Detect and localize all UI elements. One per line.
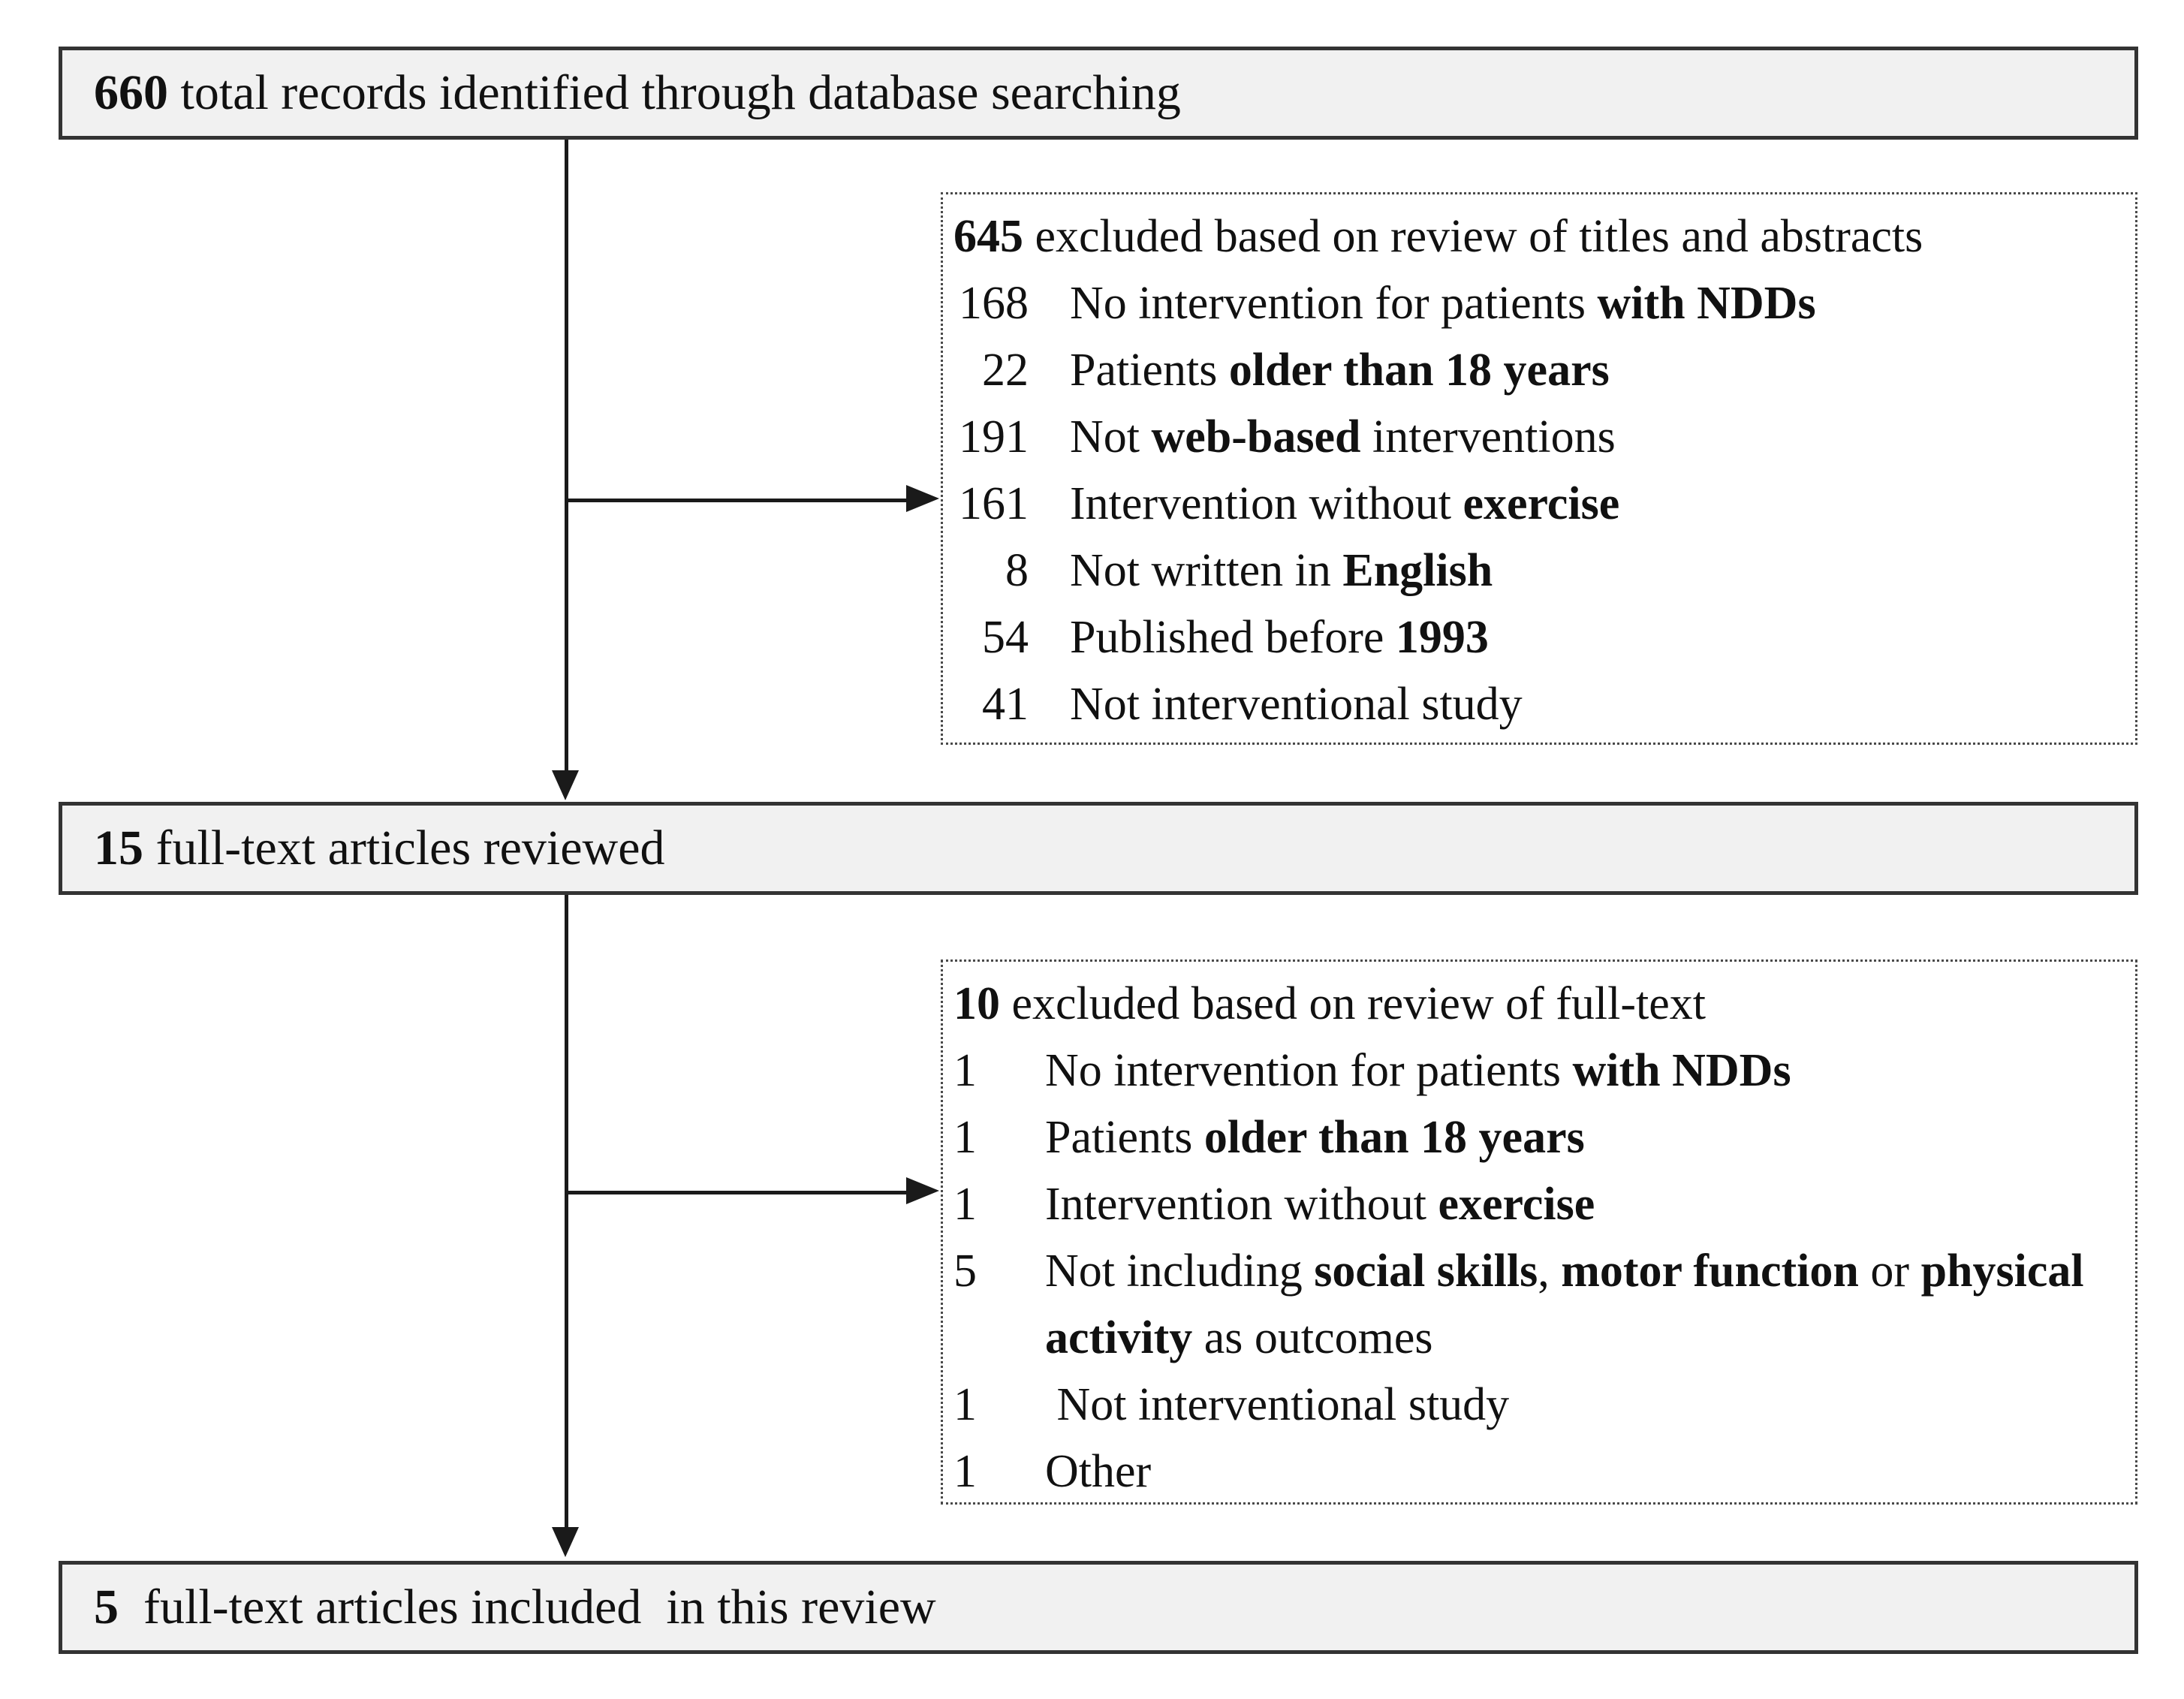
exclusion-reason: No intervention for patients with NDDs bbox=[1070, 278, 1816, 329]
exclusion-reason: Not interventional study bbox=[1070, 679, 1523, 730]
arrowhead-right-icon bbox=[906, 485, 939, 512]
exclusion1-header: 645 excluded based on review of titles a… bbox=[953, 203, 2122, 270]
full-text-reviewed-text: full-text articles reviewed bbox=[143, 821, 665, 876]
exclusion-item: 54 Published before 1993 bbox=[953, 604, 2122, 671]
exclusion-item: 5 Not including social skills, motor func… bbox=[953, 1238, 2122, 1372]
exclusion-item: 1 No intervention for patients with NDDs bbox=[953, 1038, 2122, 1104]
exclusion1-header-count: 645 bbox=[953, 211, 1023, 262]
exclusion-reason: Not web-based interventions bbox=[1070, 411, 1616, 462]
exclusion-reason: Not interventional study bbox=[1045, 1379, 1510, 1430]
exclusion2-header-count: 10 bbox=[953, 978, 1000, 1029]
exclusion-count: 8 bbox=[1005, 545, 1029, 596]
excluded-full-text-box: 10 excluded based on review of full-text… bbox=[941, 959, 2137, 1505]
exclusion-item: 1 Intervention without exercise bbox=[953, 1171, 2122, 1238]
arrow-line-top-to-reviewed bbox=[565, 140, 568, 772]
exclusion-item: 1 Not interventional study bbox=[953, 1372, 2122, 1438]
exclusion-count: 1 bbox=[953, 1112, 977, 1163]
exclusion-item: 41 Not interventional study bbox=[953, 671, 2122, 738]
exclusion-item: 191 Not web-based interventions bbox=[953, 404, 2122, 471]
exclusion-count: 54 bbox=[982, 612, 1029, 663]
exclusion-item: 1 Patients older than 18 years bbox=[953, 1104, 2122, 1171]
exclusion-count: 41 bbox=[982, 679, 1029, 730]
exclusion-count: 1 bbox=[953, 1179, 977, 1230]
full-text-reviewed-count: 15 bbox=[94, 821, 143, 876]
exclusion-reason: Patients older than 18 years bbox=[1045, 1112, 1585, 1163]
exclusion1-header-text: excluded based on review of titles and a… bbox=[1023, 211, 1923, 262]
arrow-line-branch-exclusion2 bbox=[567, 1191, 906, 1194]
exclusion-item: 168 No intervention for patients with NDD… bbox=[953, 270, 2122, 337]
exclusion-count: 1 bbox=[953, 1379, 977, 1430]
arrowhead-down-icon bbox=[552, 1527, 579, 1557]
arrow-line-reviewed-to-included bbox=[565, 895, 568, 1529]
exclusion-count: 1 bbox=[953, 1045, 977, 1096]
arrowhead-right-icon bbox=[906, 1177, 939, 1204]
exclusion-reason: Intervention without exercise bbox=[1070, 478, 1620, 529]
exclusion-count: 168 bbox=[959, 278, 1029, 329]
exclusion-reason: Patients older than 18 years bbox=[1070, 345, 1610, 396]
records-identified-box: 660 total records identified through dat… bbox=[59, 47, 2138, 140]
exclusion1-items: 168 No intervention for patients with NDD… bbox=[953, 270, 2122, 738]
included-in-review-box: 5 full-text articles included in this re… bbox=[59, 1561, 2138, 1654]
included-in-review-count: 5 bbox=[94, 1580, 119, 1635]
exclusion2-header: 10 excluded based on review of full-text bbox=[953, 971, 2122, 1038]
full-text-reviewed-box: 15 full-text articles reviewed bbox=[59, 802, 2138, 895]
exclusion-count: 5 bbox=[953, 1246, 977, 1297]
exclusion-count: 22 bbox=[982, 345, 1029, 396]
exclusion-item: 161 Intervention without exercise bbox=[953, 471, 2122, 538]
arrowhead-down-icon bbox=[552, 770, 579, 800]
records-identified-text: total records identified through databas… bbox=[168, 65, 1181, 121]
exclusion-count: 1 bbox=[953, 1446, 977, 1497]
exclusion2-header-text: excluded based on review of full-text bbox=[1000, 978, 1707, 1029]
exclusion-reason: Intervention without exercise bbox=[1045, 1179, 1595, 1230]
exclusion-item: 22 Patients older than 18 years bbox=[953, 337, 2122, 404]
exclusion-item: 8 Not written in English bbox=[953, 538, 2122, 604]
exclusion-reason: Published before 1993 bbox=[1070, 612, 1489, 663]
records-identified-label: 660 total records identified through dat… bbox=[94, 63, 1181, 122]
arrow-line-branch-exclusion1 bbox=[567, 499, 906, 502]
exclusion-reason: Not including social skills, motor funct… bbox=[1045, 1246, 2096, 1363]
exclusion-reason: No intervention for patients with NDDs bbox=[1045, 1045, 1791, 1096]
exclusion-item: 1 Other bbox=[953, 1438, 2122, 1505]
excluded-titles-abstracts-box: 645 excluded based on review of titles a… bbox=[941, 192, 2137, 745]
exclusion-reason: Not written in English bbox=[1070, 545, 1493, 596]
included-in-review-text: full-text articles included in this revi… bbox=[119, 1580, 936, 1635]
exclusion-reason: Other bbox=[1045, 1446, 1152, 1497]
exclusion-count: 161 bbox=[959, 478, 1029, 529]
records-identified-count: 660 bbox=[94, 65, 168, 121]
full-text-reviewed-label: 15 full-text articles reviewed bbox=[94, 818, 665, 878]
included-in-review-label: 5 full-text articles included in this re… bbox=[94, 1577, 936, 1637]
exclusion-count: 191 bbox=[959, 411, 1029, 462]
